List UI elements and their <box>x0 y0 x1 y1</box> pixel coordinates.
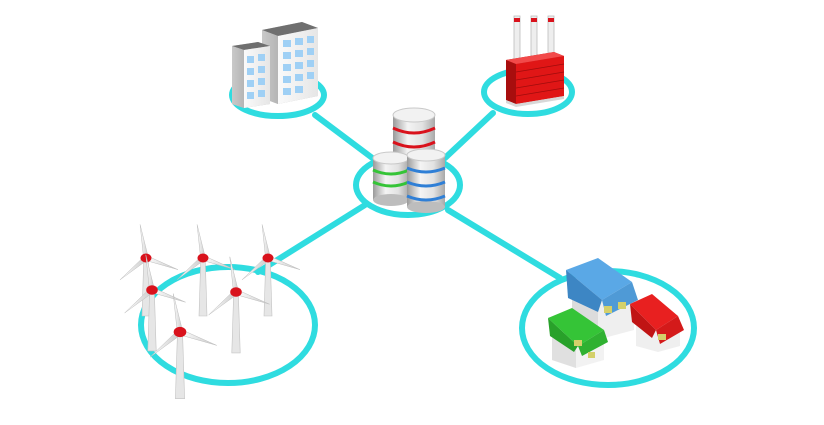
node-hub <box>353 107 463 218</box>
node-wind-farm <box>119 224 318 400</box>
wind-turbine-group <box>119 224 301 400</box>
node-factory <box>481 15 575 117</box>
connector-to-houses <box>445 207 563 281</box>
database-servers-icon <box>372 107 446 213</box>
wind-turbine-icon <box>208 256 270 354</box>
ring-wind-farm <box>138 264 318 386</box>
wind-turbine-icon <box>241 224 301 317</box>
wind-turbine-icon <box>176 224 236 317</box>
node-office-buildings <box>229 22 327 119</box>
connector-lines <box>255 110 563 281</box>
wind-turbine-icon <box>124 254 186 352</box>
office-building-icon <box>232 22 318 108</box>
wind-turbine-icon <box>149 293 217 400</box>
house-icon <box>548 258 684 368</box>
green-house <box>548 308 608 368</box>
connector-to-office-buildings <box>312 112 378 163</box>
node-houses <box>519 258 697 388</box>
factory-icon <box>506 15 565 107</box>
connector-to-factory <box>442 110 496 161</box>
red-house <box>630 294 684 352</box>
